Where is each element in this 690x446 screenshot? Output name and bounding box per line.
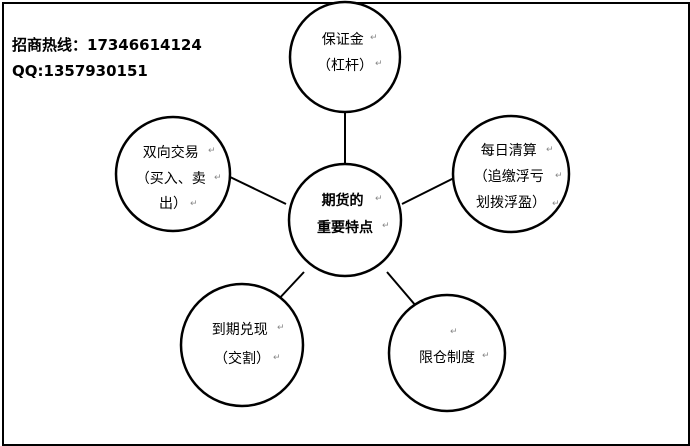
center-line-1: 期货的: [322, 192, 364, 209]
center-circle: [287, 162, 403, 278]
node-delivery-line-1: 到期兑现: [212, 322, 268, 338]
para-mark-icon: ↵: [190, 199, 198, 209]
node-margin-line-2: （杠杆）: [317, 58, 373, 74]
para-mark-icon: ↵: [277, 323, 285, 333]
node-daily-settle-line-1: 每日清算: [481, 143, 537, 159]
node-position-limit-circle: [387, 293, 507, 413]
para-mark-icon: ↵: [546, 145, 554, 155]
node-delivery-line-2: （交割）: [214, 350, 270, 367]
para-mark-icon: ↵: [450, 327, 458, 337]
para-mark-icon: ↵: [552, 199, 560, 209]
node-margin-label: 保证金 （杠杆）: [317, 32, 373, 74]
node-daily-settle-circle: [451, 114, 571, 234]
node-position-limit-line-1: 限仓制度: [419, 350, 475, 366]
node-delivery-circle: [179, 282, 305, 408]
para-mark-icon: ↵: [214, 173, 222, 183]
center-line-2: 重要特点: [317, 219, 373, 236]
center-label: 期货的 重要特点: [317, 192, 373, 236]
hotline-text: 招商热线：17346614124: [12, 36, 202, 54]
node-position-limit-label: 限仓制度: [419, 350, 475, 366]
paragraph-marks: ↵ ↵ ↵ ↵ ↵ ↵ ↵ ↵ ↵ ↵ ↵ ↵ ↵ ↵: [190, 33, 563, 363]
node-two-way-circle: [114, 115, 232, 233]
node-two-way-line-1: 双向交易: [143, 144, 199, 161]
node-daily-settle-line-2: （追缴浮亏: [474, 169, 544, 185]
para-mark-icon: ↵: [370, 33, 378, 43]
connector-daily-settle: [401, 177, 455, 205]
node-delivery-label: 到期兑现 （交割）: [212, 322, 272, 367]
node-two-way-line-2: （买入、卖: [136, 171, 206, 187]
para-mark-icon: ↵: [375, 59, 383, 69]
connectors: [227, 105, 455, 307]
connector-position-limit: [386, 271, 417, 307]
node-margin-circle: [288, 0, 402, 114]
para-mark-icon: ↵: [375, 194, 383, 204]
node-two-way-label: 双向交易 （买入、卖 出）: [136, 144, 210, 212]
node-daily-settle-label: 每日清算 （追缴浮亏 划拨浮盈）: [474, 143, 548, 211]
node-daily-settle-line-3: 划拨浮盈）: [476, 195, 546, 211]
para-mark-icon: ↵: [382, 221, 390, 231]
para-mark-icon: ↵: [555, 171, 563, 181]
connector-two-way: [227, 175, 287, 205]
node-two-way-line-3: 出）: [159, 196, 187, 212]
para-mark-icon: ↵: [273, 353, 281, 363]
node-margin-line-1: 保证金: [322, 32, 364, 48]
qq-text: QQ:1357930151: [12, 62, 148, 80]
para-mark-icon: ↵: [208, 146, 216, 156]
para-mark-icon: ↵: [482, 351, 490, 361]
